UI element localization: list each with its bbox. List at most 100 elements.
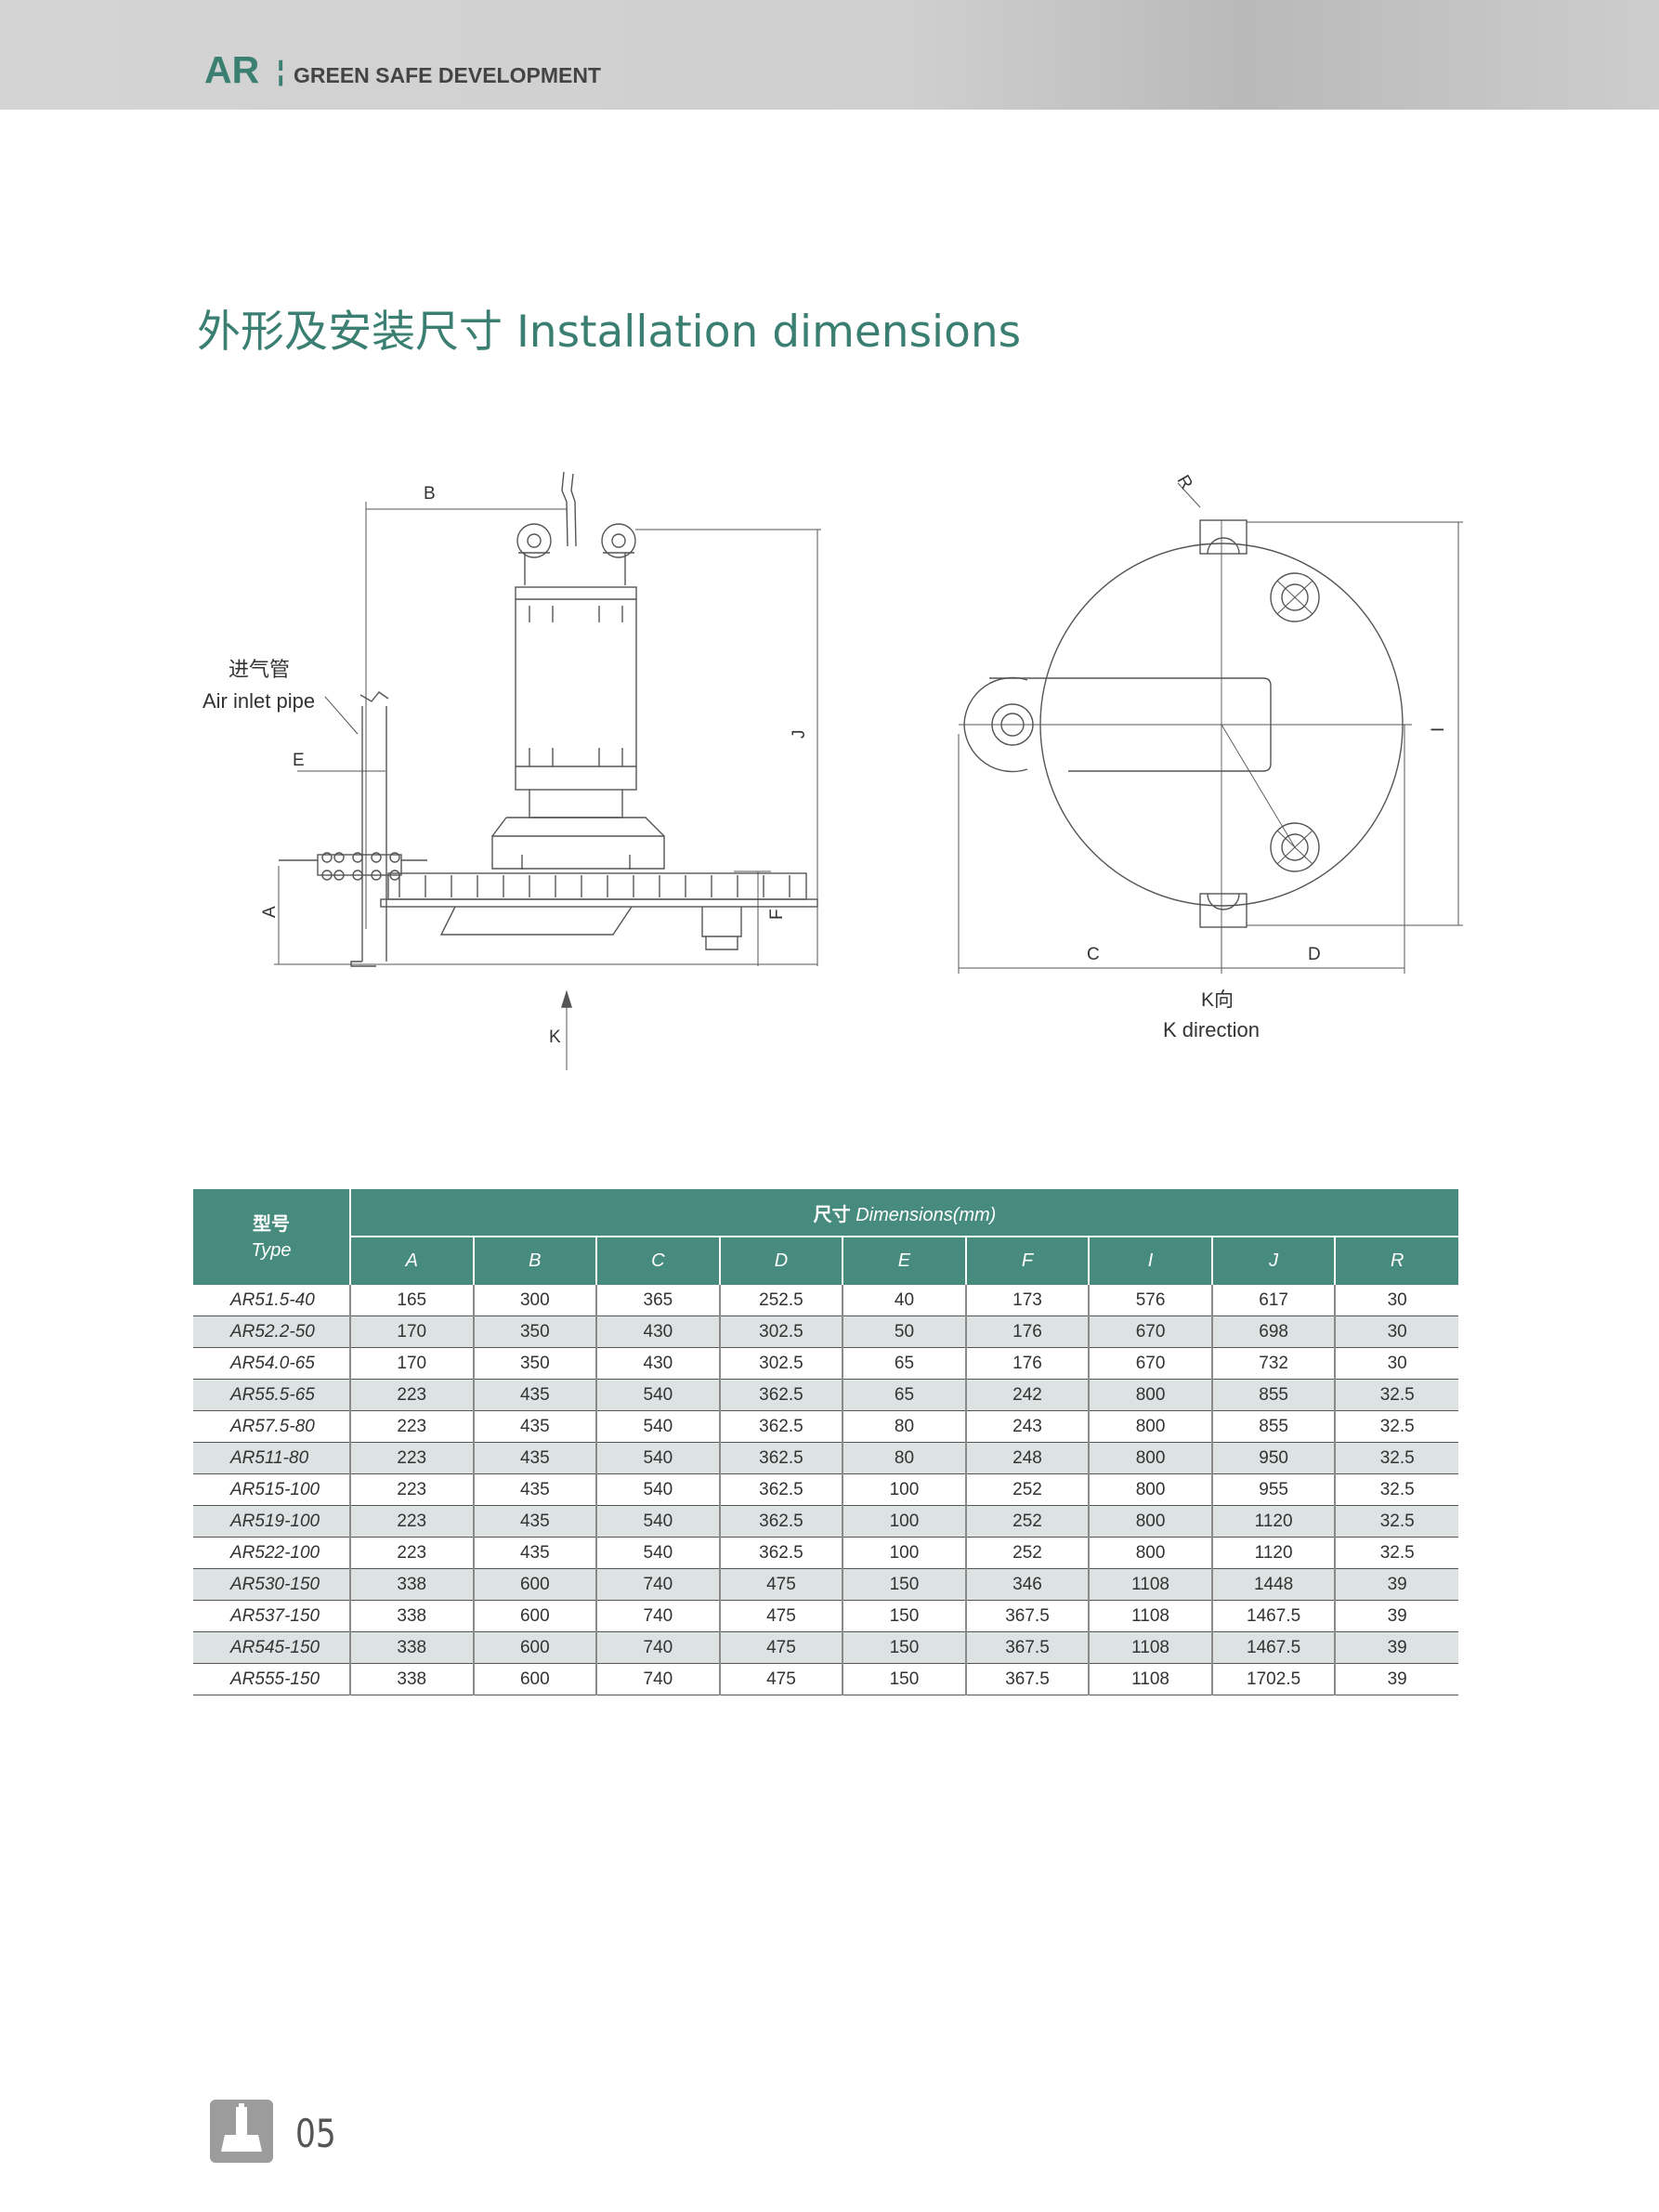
dimension-cell: 540 xyxy=(595,1410,720,1443)
product-icon xyxy=(210,2100,273,2163)
type-cell: AR55.5-65 xyxy=(193,1379,350,1411)
dimension-cell: 1120 xyxy=(1210,1537,1336,1569)
type-header-en: Type xyxy=(251,1239,292,1261)
dimension-cell: 740 xyxy=(595,1663,720,1695)
dim-label-k: K xyxy=(549,1027,561,1047)
page-title: 外形及安装尺寸 Installation dimensions xyxy=(197,307,1022,358)
dimension-cell: 800 xyxy=(1088,1473,1212,1506)
dimension-cell: 32.5 xyxy=(1334,1537,1458,1569)
dimension-cell: 435 xyxy=(472,1473,597,1506)
page-number: 05 xyxy=(295,2111,336,2156)
dimension-cell: 100 xyxy=(842,1537,966,1569)
type-cell: AR57.5-80 xyxy=(193,1410,350,1443)
table-header-row: 型号 Type 尺寸 Dimensions(mm) xyxy=(193,1189,1458,1285)
dimension-cell: 600 xyxy=(472,1663,597,1695)
dimension-cell: 362.5 xyxy=(718,1410,843,1443)
dimension-cell: 32.5 xyxy=(1334,1442,1458,1474)
dimension-cell: 338 xyxy=(349,1631,474,1664)
aerator-icon xyxy=(221,2103,262,2152)
dimension-cell: 435 xyxy=(472,1537,597,1569)
type-cell: AR51.5-40 xyxy=(193,1285,350,1316)
dim-label-r: R xyxy=(1173,472,1196,492)
dimension-cell: 65 xyxy=(842,1347,966,1380)
dim-label-i: I xyxy=(1429,727,1448,732)
dimension-cell: 223 xyxy=(349,1537,474,1569)
column-header: D xyxy=(718,1237,843,1285)
dimension-cell: 248 xyxy=(964,1442,1090,1474)
dimension-cell: 252.5 xyxy=(718,1285,843,1316)
dimension-cell: 223 xyxy=(349,1505,474,1538)
column-header: I xyxy=(1088,1237,1212,1285)
dimension-cell: 540 xyxy=(595,1379,720,1411)
dimension-cell: 100 xyxy=(842,1473,966,1506)
dimension-cell: 800 xyxy=(1088,1379,1212,1411)
k-direction-view-drawing xyxy=(958,482,1463,974)
dimension-cell: 346 xyxy=(964,1568,1090,1601)
brand-logo: AR xyxy=(204,48,260,91)
dimension-cell: 170 xyxy=(349,1347,474,1380)
air-inlet-label-cn: 进气管 xyxy=(229,658,290,681)
dimension-cell: 475 xyxy=(718,1600,843,1632)
dimension-cell: 540 xyxy=(595,1473,720,1506)
dimension-cell: 1108 xyxy=(1088,1568,1212,1601)
dimension-cell: 65 xyxy=(842,1379,966,1411)
dimension-cell: 243 xyxy=(964,1410,1090,1443)
k-direction-label-cn: K向 xyxy=(1201,989,1234,1011)
type-column-header: 型号 Type xyxy=(193,1189,350,1285)
dimension-cell: 435 xyxy=(472,1505,597,1538)
dimension-cell: 80 xyxy=(842,1442,966,1474)
dimension-cell: 176 xyxy=(964,1315,1090,1348)
header-banner: AR ¦ GREEN SAFE DEVELOPMENT xyxy=(0,0,1659,110)
dim-label-j: J xyxy=(790,730,809,740)
dimension-cell: 150 xyxy=(842,1600,966,1632)
dimension-cell: 600 xyxy=(472,1568,597,1601)
dimension-cell: 338 xyxy=(349,1663,474,1695)
dimension-cell: 176 xyxy=(964,1347,1090,1380)
column-header: F xyxy=(964,1237,1090,1285)
dimension-cell: 242 xyxy=(964,1379,1090,1411)
dims-header-cn: 尺寸 xyxy=(813,1204,851,1225)
column-header: B xyxy=(472,1237,597,1285)
dimension-cell: 100 xyxy=(842,1505,966,1538)
type-cell: AR515-100 xyxy=(193,1473,350,1506)
dimension-cell: 302.5 xyxy=(718,1347,843,1380)
dimension-cell: 800 xyxy=(1088,1442,1212,1474)
type-cell: AR545-150 xyxy=(193,1631,350,1664)
dimension-cell: 30 xyxy=(1334,1315,1458,1348)
dimension-cell: 223 xyxy=(349,1410,474,1443)
dim-label-f: F xyxy=(767,909,787,920)
dimension-cell: 800 xyxy=(1088,1410,1212,1443)
type-header-cn: 型号 xyxy=(253,1213,290,1235)
dimension-cell: 362.5 xyxy=(718,1379,843,1411)
dimension-cell: 367.5 xyxy=(964,1600,1090,1632)
dimension-cell: 367.5 xyxy=(964,1631,1090,1664)
dimension-cell: 430 xyxy=(595,1315,720,1348)
dimension-cell: 435 xyxy=(472,1379,597,1411)
k-direction-label-en: K direction xyxy=(1163,1018,1260,1041)
dimension-cell: 50 xyxy=(842,1315,966,1348)
column-header: R xyxy=(1334,1237,1458,1285)
dimension-cell: 698 xyxy=(1210,1315,1336,1348)
dimension-cell: 300 xyxy=(472,1285,597,1316)
brand-separator: ¦ xyxy=(277,56,285,86)
type-cell: AR52.2-50 xyxy=(193,1315,350,1348)
dimension-cell: 32.5 xyxy=(1334,1505,1458,1538)
column-header: J xyxy=(1210,1237,1336,1285)
dim-label-c: C xyxy=(1087,945,1100,964)
dimension-cell: 740 xyxy=(595,1568,720,1601)
dimension-cell: 350 xyxy=(472,1315,597,1348)
air-inlet-label-en: Air inlet pipe xyxy=(202,689,315,713)
dimension-cell: 1108 xyxy=(1088,1663,1212,1695)
dimension-cell: 475 xyxy=(718,1568,843,1601)
dimension-cell: 223 xyxy=(349,1442,474,1474)
dimension-cell: 165 xyxy=(349,1285,474,1316)
dimension-cell: 1448 xyxy=(1210,1568,1336,1601)
dimension-cell: 39 xyxy=(1334,1631,1458,1664)
dimension-cell: 30 xyxy=(1334,1285,1458,1316)
type-cell: AR511-80 xyxy=(193,1442,350,1474)
dimension-cell: 740 xyxy=(595,1631,720,1664)
